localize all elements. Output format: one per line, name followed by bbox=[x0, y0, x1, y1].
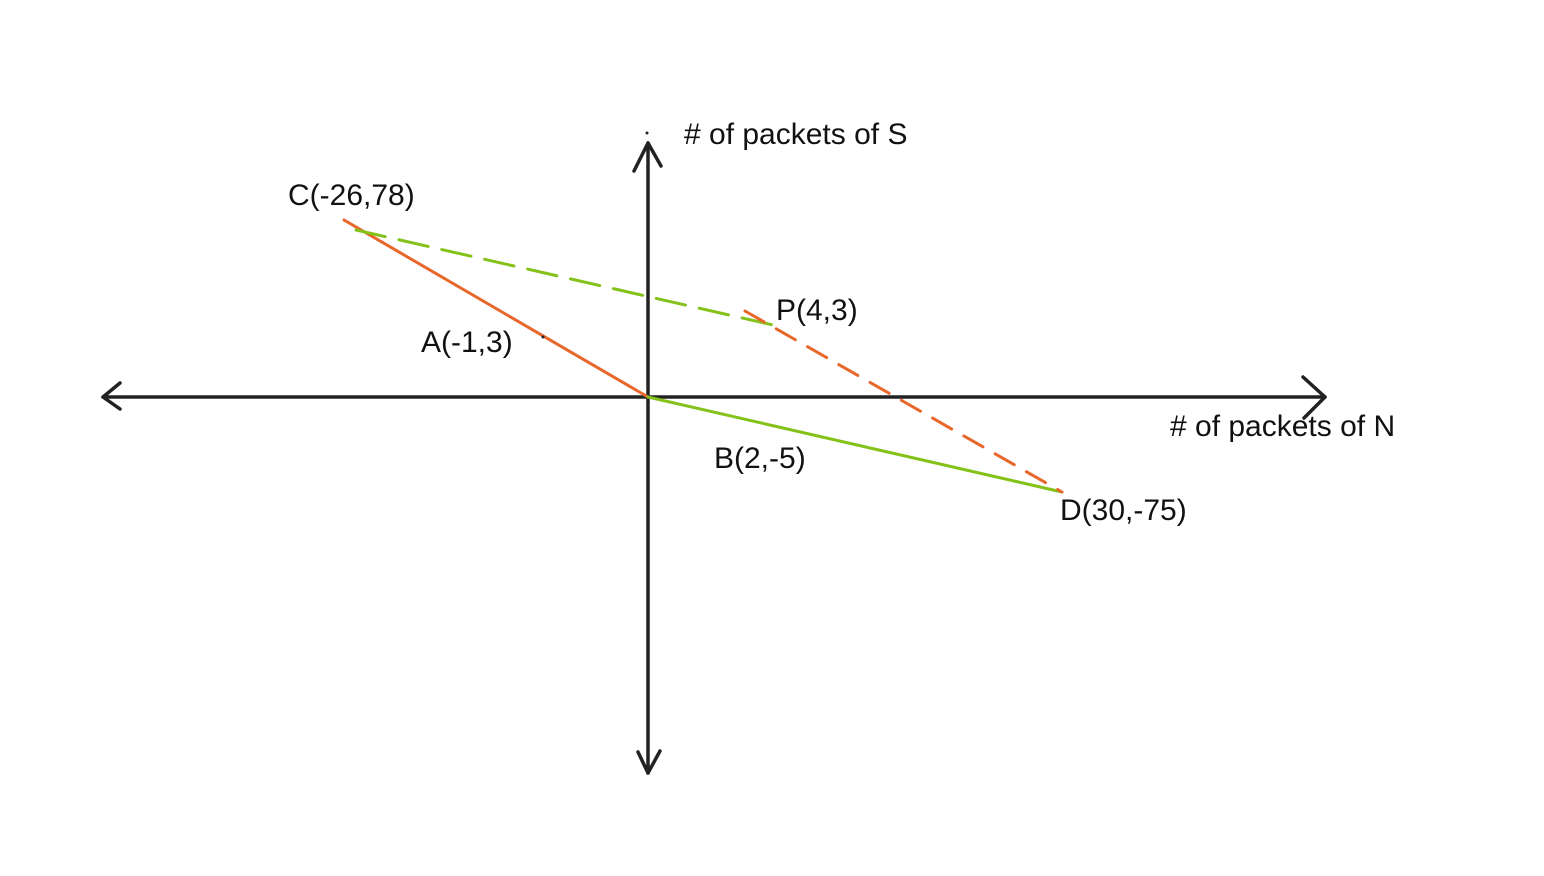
line-c-p-green-dashed bbox=[354, 228, 775, 327]
x-axis-label: # of packets of N bbox=[1170, 410, 1396, 443]
point-c-label: C(-26,78) bbox=[288, 179, 415, 212]
y-axis-down-arrow-icon bbox=[636, 749, 662, 775]
y-axis-tick-dot bbox=[645, 131, 649, 135]
point-b-label: B(2,-5) bbox=[714, 442, 806, 475]
point-p-label: P(4,3) bbox=[776, 294, 858, 327]
point-a-dot bbox=[541, 335, 545, 339]
point-d-label: D(30,-75) bbox=[1060, 494, 1187, 527]
line-origin-d-green bbox=[646, 395, 1064, 494]
y-axis-label: # of packets of S bbox=[684, 118, 908, 151]
x-axis-right-arrow-icon bbox=[1301, 375, 1327, 420]
x-axis-left-arrow-icon bbox=[101, 381, 122, 411]
point-a-label: A(-1,3) bbox=[421, 326, 513, 359]
line-p-d-orange-dashed bbox=[743, 309, 1064, 494]
line-c-origin-orange bbox=[342, 218, 650, 399]
y-axis-up-arrow-icon bbox=[632, 141, 663, 173]
